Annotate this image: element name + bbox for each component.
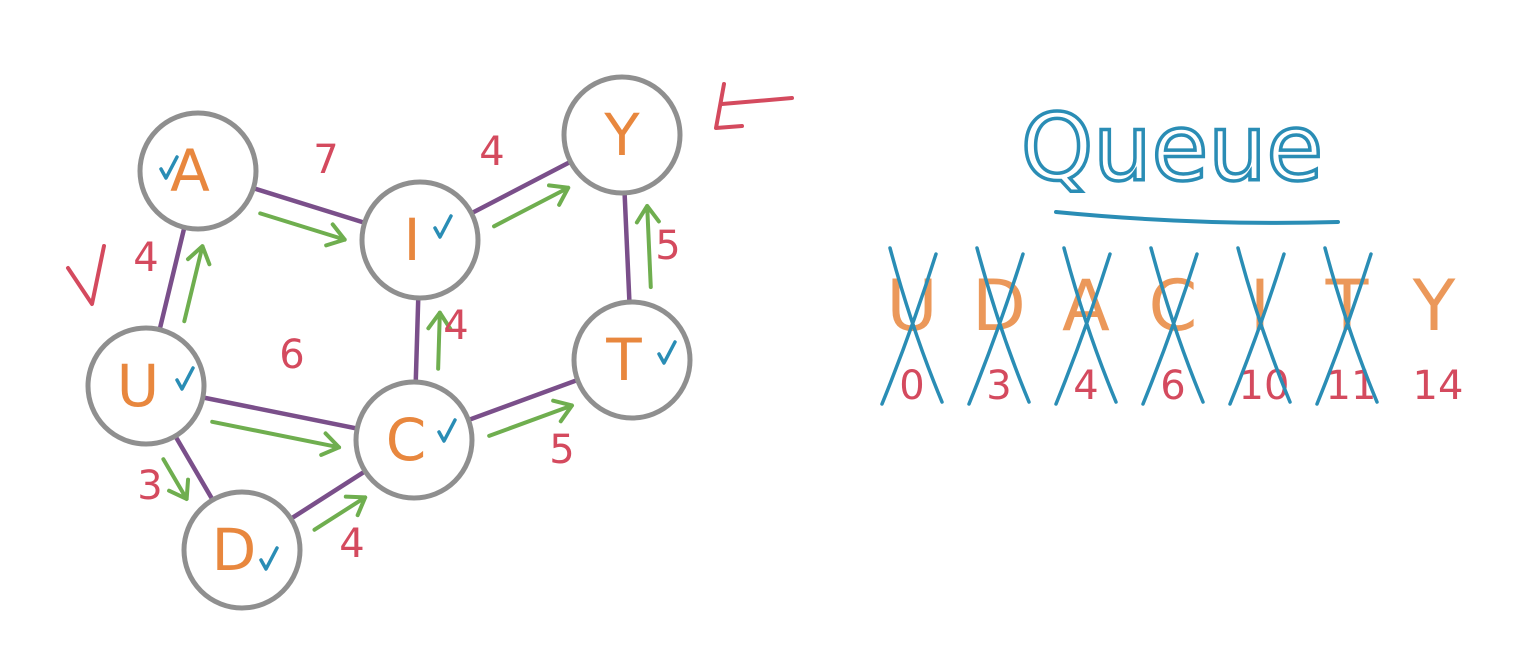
visited-check-icon [657, 340, 677, 365]
node-circle [137, 110, 259, 232]
node-label: Y [603, 101, 640, 169]
node-t: T [571, 299, 693, 421]
node-label: U [117, 352, 159, 420]
node-circle [85, 325, 207, 447]
visited-check-icon [433, 214, 453, 239]
queue-distance: 4 [1073, 363, 1098, 409]
edge-weight-u-a: 4 [133, 235, 158, 281]
arrow-u-to-d [161, 457, 191, 501]
edge-weight-y-t: 5 [655, 223, 680, 269]
visited-check-icon [159, 155, 179, 180]
node-u: U [85, 325, 207, 447]
queue-entry-a: A4 [1054, 246, 1118, 409]
node-c: C [353, 379, 475, 501]
strike-icon [1054, 246, 1118, 406]
edge-weight-i-c: 4 [443, 303, 468, 349]
node-circle [561, 74, 683, 196]
path-arrows [161, 183, 661, 532]
arrow-t-to-y [634, 203, 661, 290]
queue-entry-y: Y 14 [1412, 265, 1464, 409]
node-circle [571, 299, 693, 421]
edge-weight-c-t: 5 [549, 427, 574, 473]
node-circle [359, 179, 481, 301]
strike-icon [967, 246, 1031, 406]
queue-letter: I [1250, 265, 1271, 347]
node-label: A [170, 137, 210, 205]
graph-nodes: A I Y U C T D [85, 74, 693, 611]
visited-check-icon [259, 546, 279, 571]
edge-weight-a-i: 7 [313, 137, 338, 183]
node-label: C [386, 406, 427, 474]
edge-weight-u-d: 3 [137, 463, 162, 509]
queue-distance: 0 [899, 363, 924, 409]
queue-letter: Y [1412, 265, 1456, 347]
arrow-u-to-a [182, 244, 212, 324]
edge-weight-i-y: 4 [479, 129, 504, 175]
queue-entry-d: D3 [967, 246, 1031, 409]
node-label: T [605, 326, 642, 394]
node-circle [181, 489, 303, 611]
arrow-c-to-t [487, 398, 574, 438]
node-a: A [137, 110, 259, 232]
node-y: Y [561, 74, 683, 196]
queue-distance: 6 [1160, 363, 1185, 409]
edge-weight-u-c: 6 [279, 332, 304, 378]
strike-icon [1228, 246, 1292, 406]
arrow-u-to-c [210, 419, 342, 457]
visited-check-icon [437, 418, 457, 443]
queue-entry-u: U0 [880, 246, 944, 409]
strike-icon [1141, 246, 1205, 406]
strike-icon [880, 246, 944, 406]
node-label: D [212, 516, 257, 584]
queue-distance: 11 [1326, 363, 1377, 409]
node-circle [353, 379, 475, 501]
queue-distance: 10 [1239, 363, 1290, 409]
arrow-a-to-i [258, 211, 347, 248]
queue-letter: D [972, 265, 1026, 347]
node-label: I [403, 206, 420, 274]
edge-weights: 4 7 4 5 4 6 5 3 4 [133, 129, 680, 567]
queue-entry-t: T11 [1315, 246, 1379, 409]
queue-title: Queue [1021, 95, 1323, 202]
queue-entry-c: C6 [1141, 246, 1205, 409]
target-marker-icon [714, 82, 794, 130]
queue-distance: 3 [986, 363, 1011, 409]
queue-title-underline [1054, 210, 1340, 225]
arrow-c-to-i [426, 310, 453, 371]
strike-icon [1315, 246, 1379, 406]
arrow-i-to-y [492, 183, 571, 229]
visited-check-icon [175, 366, 195, 391]
node-i: I [359, 179, 481, 301]
arrow-d-to-c [312, 494, 368, 532]
edge-weight-d-c: 4 [339, 521, 364, 567]
node-d: D [181, 489, 303, 611]
queue-entry-i: I 10 [1228, 246, 1292, 409]
start-marker-icon [66, 244, 106, 306]
queue-distance: 14 [1413, 363, 1464, 409]
